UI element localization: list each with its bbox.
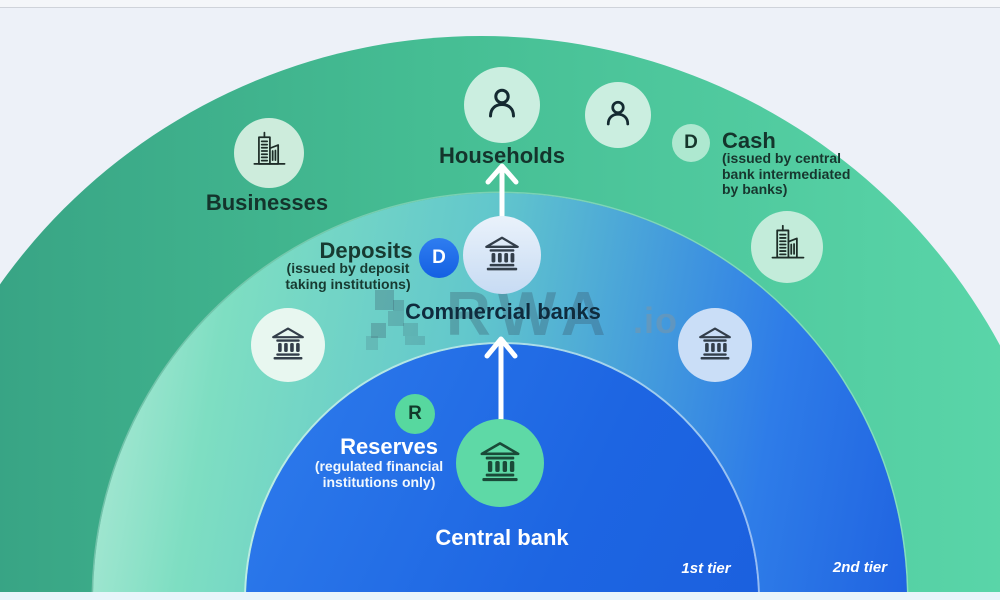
bank-icon xyxy=(697,325,733,366)
central-bank-label: Central bank xyxy=(435,525,569,550)
commercial-bank-circle-left xyxy=(251,308,325,382)
person-icon xyxy=(482,83,522,128)
businesses-circle-right xyxy=(751,211,823,283)
households-circle-2 xyxy=(585,82,651,148)
buildings-icon xyxy=(247,129,291,178)
bank-icon xyxy=(483,234,521,277)
bank-icon xyxy=(478,439,522,488)
reserves-subtitle: (regulated financial institutions only) xyxy=(314,458,444,490)
watermark-brand: RWA xyxy=(446,280,614,349)
central-bank-circle xyxy=(456,419,544,507)
cash-subtitle: (issued by central bank intermediated by… xyxy=(722,150,851,197)
commercial-bank-circle-center xyxy=(463,216,541,294)
first-tier-label: 1st tier xyxy=(681,560,731,577)
watermark-pixel-logo xyxy=(360,286,430,354)
households-circle-1 xyxy=(464,67,540,143)
commercial-banks-label: Commercial banks xyxy=(405,299,601,324)
person-icon xyxy=(601,96,635,135)
cash-d-badge: D xyxy=(672,124,710,162)
deposits-title: Deposits xyxy=(319,238,413,263)
commercial-bank-circle-right xyxy=(678,308,752,382)
businesses-circle-left xyxy=(234,118,304,188)
cash-title: Cash xyxy=(722,128,776,153)
businesses-label: Businesses xyxy=(205,190,329,215)
reserves-r-badge: R xyxy=(395,394,435,434)
bottom-strip xyxy=(0,592,1000,600)
deposits-subtitle: (issued by deposit taking institutions) xyxy=(285,260,411,292)
buildings-icon xyxy=(765,222,810,272)
second-tier-label: 2nd tier xyxy=(832,559,888,576)
arrow-up-icon xyxy=(481,160,523,227)
watermark-suffix: .io xyxy=(633,300,678,341)
window-top-edge xyxy=(0,0,1000,8)
bank-icon xyxy=(270,325,306,366)
reserves-title: Reserves xyxy=(340,434,438,459)
arrow-up-icon xyxy=(480,332,522,429)
deposits-d-badge: D xyxy=(419,238,459,278)
